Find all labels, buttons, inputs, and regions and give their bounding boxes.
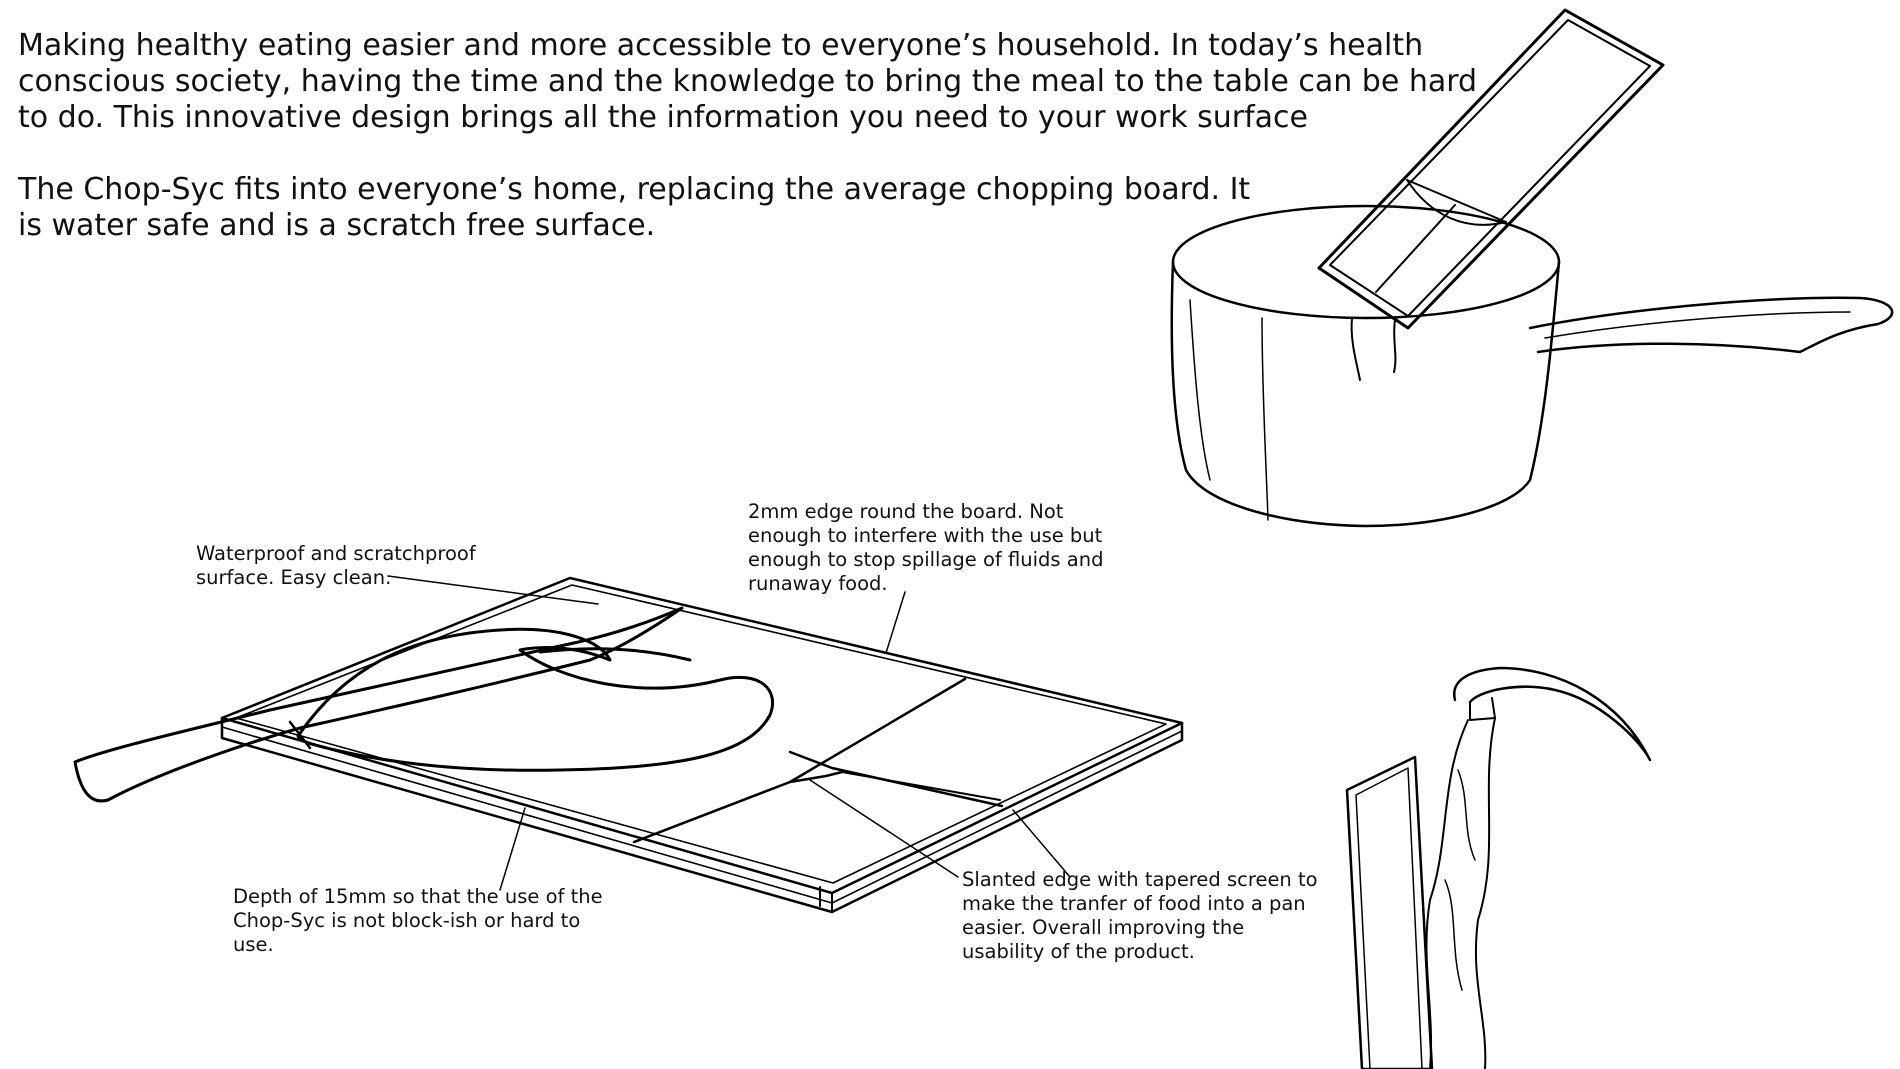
chopping-board-sketch [73,575,1184,914]
annotation-edge: 2mm edge round the board. Not enough to … [748,500,1104,595]
annotation-depth: Depth of 15mm so that the use of the Cho… [233,885,603,956]
tap-sketch [1345,666,1652,1069]
annotation-surface: Waterproof and scratchproof surface. Eas… [196,542,476,589]
annotation-slanted-edge: Slanted edge with tapered screen to make… [962,868,1318,963]
intro-paragraph-2: The Chop-Syc fits into everyone’s home, … [18,172,1251,243]
saucepan-sketch [1170,8,1894,528]
intro-paragraph-1: Making healthy eating easier and more ac… [18,28,1478,135]
